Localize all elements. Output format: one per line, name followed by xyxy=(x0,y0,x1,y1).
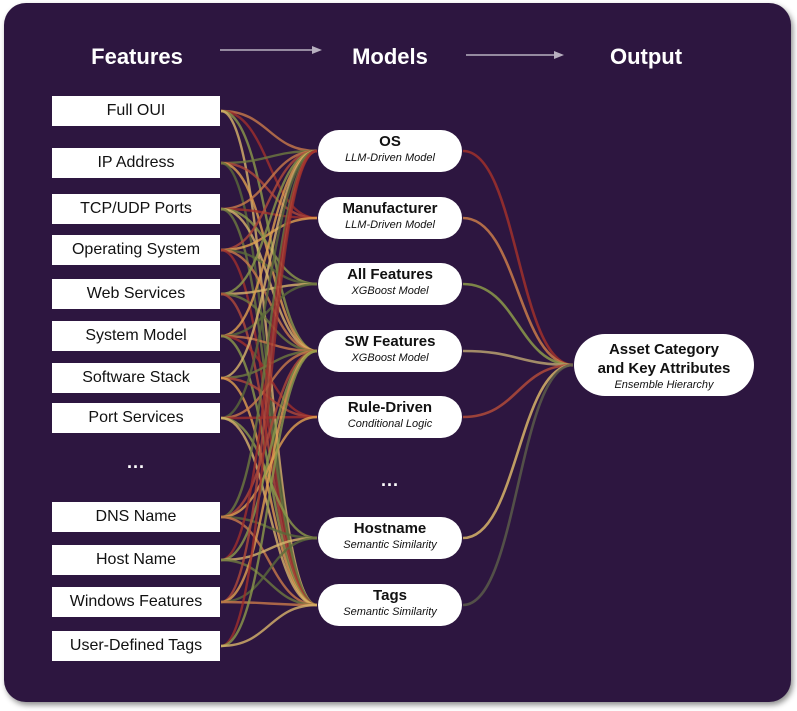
arrow-features-to-models xyxy=(220,46,322,54)
model-all-features-subtitle: XGBoost Model xyxy=(351,285,429,297)
feature-port-services: Port Services xyxy=(52,403,220,433)
output-header: Output xyxy=(609,44,683,69)
model-hostname-name: Hostname xyxy=(353,520,427,537)
features-header: Features xyxy=(91,44,183,69)
feature-ellipsis: ... xyxy=(126,452,145,472)
feature-software-stack: Software Stack xyxy=(52,363,220,393)
model-output-wire xyxy=(462,216,574,367)
model-hostname-subtitle: Semantic Similarity xyxy=(343,539,437,551)
feature-model-wire xyxy=(220,600,318,607)
model-tags-name: Tags xyxy=(373,587,407,604)
feature-ip-address: IP Address xyxy=(52,148,220,178)
model-rule-driven: Rule-Driven Conditional Logic xyxy=(318,396,462,438)
model-rule-driven-name: Rule-Driven xyxy=(347,399,433,416)
feature-model-wire xyxy=(220,109,318,353)
model-all-features-name: All Features xyxy=(347,266,433,283)
output-subtitle: Ensemble Hierarchy xyxy=(614,379,714,391)
feature-model-wire xyxy=(220,416,318,607)
model-manufacturer-name: Manufacturer xyxy=(342,200,438,217)
feature-operating-system: Operating System xyxy=(52,235,220,265)
feature-model-wire xyxy=(220,536,318,562)
model-output-wire xyxy=(462,363,574,419)
feature-model-wire xyxy=(220,149,318,296)
feature-model-wire xyxy=(220,282,318,338)
feature-model-wire xyxy=(220,334,318,353)
model-sw-features: SW Features XGBoost Model xyxy=(318,330,462,372)
feature-model-wire xyxy=(220,349,318,648)
feature-model-wire xyxy=(220,515,318,540)
output-title-line2: and Key Attributes xyxy=(597,360,731,377)
feature-model-wire xyxy=(220,292,318,353)
model-os-name: OS xyxy=(379,133,401,150)
arrow-models-to-output xyxy=(466,51,564,59)
model-tags-subtitle: Semantic Similarity xyxy=(343,606,437,618)
feature-model-wire xyxy=(220,149,318,648)
feature-model-wire xyxy=(220,603,318,648)
feature-user-defined-tags: User-Defined Tags xyxy=(52,631,220,661)
model-os-subtitle: LLM-Driven Model xyxy=(345,152,435,164)
wire-layer xyxy=(220,109,574,648)
feature-web-services: Web Services xyxy=(52,279,220,309)
model-output-wire xyxy=(462,282,574,367)
feature-dns-name: DNS Name xyxy=(52,502,220,532)
output-title-line1: Asset Category xyxy=(608,341,720,358)
feature-model-wire xyxy=(220,149,318,165)
feature-model-wire xyxy=(220,109,318,153)
feature-model-wire xyxy=(220,415,318,420)
models-header: Models xyxy=(352,44,428,69)
feature-tcp-udp-ports: TCP/UDP Ports xyxy=(52,194,220,224)
model-manufacturer-subtitle: LLM-Driven Model xyxy=(345,219,435,231)
model-os: OS LLM-Driven Model xyxy=(318,130,462,172)
header-arrows xyxy=(220,46,564,59)
model-output-wire xyxy=(462,363,574,607)
feature-model-wire xyxy=(220,216,318,252)
model-tags: Tags Semantic Similarity xyxy=(318,584,462,626)
model-sw-features-subtitle: XGBoost Model xyxy=(351,352,429,364)
model-rule-driven-subtitle: Conditional Logic xyxy=(347,418,433,430)
feature-model-wire xyxy=(220,415,318,519)
model-sw-features-name: SW Features xyxy=(344,333,436,350)
model-hostname: Hostname Semantic Similarity xyxy=(318,517,462,559)
feature-model-wire xyxy=(220,558,318,607)
feature-windows-features: Windows Features xyxy=(52,587,220,617)
model-ellipsis: ... xyxy=(380,470,399,490)
feature-model-wire xyxy=(220,161,318,220)
feature-model-wire xyxy=(220,536,318,604)
model-output-wire xyxy=(462,363,574,540)
feature-system-model: System Model xyxy=(52,321,220,351)
model-manufacturer: Manufacturer LLM-Driven Model xyxy=(318,197,462,239)
feature-model-wire xyxy=(220,207,318,220)
feature-model-wire xyxy=(220,515,318,607)
model-all-features: All Features XGBoost Model xyxy=(318,263,462,305)
feature-model-wire xyxy=(220,161,318,353)
feature-model-wire xyxy=(220,248,318,353)
feature-model-wire xyxy=(220,149,318,420)
feature-model-wire xyxy=(220,109,318,220)
feature-full-oui: Full OUI xyxy=(52,96,220,126)
output-asset-category: Asset Category and Key Attributes Ensemb… xyxy=(574,334,754,396)
model-output-wire xyxy=(462,349,574,367)
feature-host-name: Host Name xyxy=(52,545,220,575)
model-output-wire xyxy=(462,149,574,367)
